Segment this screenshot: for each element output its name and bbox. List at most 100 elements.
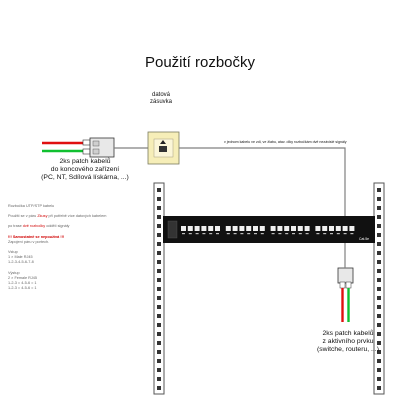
patch-panel-port bbox=[253, 226, 258, 231]
patch-panel-port bbox=[284, 226, 290, 231]
rack-hole bbox=[377, 323, 381, 327]
rack-hole bbox=[377, 278, 381, 282]
note-input-1: 1 × Male RJ45 bbox=[8, 255, 33, 260]
note-output-1: 2 × Female RJ45 bbox=[8, 275, 38, 280]
rack-hole bbox=[157, 341, 161, 345]
patch-panel-port bbox=[329, 226, 334, 231]
patch-panel-port bbox=[239, 226, 245, 231]
patch-panel-port bbox=[181, 226, 186, 231]
port-number-mark bbox=[305, 233, 309, 235]
patch-panel-port bbox=[297, 226, 303, 231]
patch-panel-port bbox=[349, 226, 355, 231]
rack-hole bbox=[157, 314, 161, 318]
rack-hole bbox=[377, 188, 381, 192]
left-splitter bbox=[89, 137, 115, 158]
patch-panel-port bbox=[335, 226, 341, 231]
rack-hole bbox=[377, 314, 381, 318]
rack-hole bbox=[377, 386, 381, 390]
port-number-mark bbox=[260, 233, 264, 235]
patch-panel-port bbox=[259, 226, 265, 231]
patch-panel-port bbox=[322, 226, 328, 231]
note-output-3: 1-2-3 = 4-5-6 = 1 bbox=[8, 286, 37, 291]
rack-hole bbox=[377, 377, 381, 381]
patch-panel-port bbox=[291, 226, 296, 231]
port-number-mark bbox=[285, 233, 289, 235]
port-number-mark bbox=[298, 233, 302, 235]
right-splitter bbox=[337, 267, 354, 289]
port-number-mark bbox=[209, 233, 213, 235]
rack-hole bbox=[157, 242, 161, 246]
note-line-2: Použití se v páru Zkusy při potřebě více… bbox=[8, 214, 107, 219]
rack-hole bbox=[377, 242, 381, 246]
port-number-mark bbox=[336, 233, 340, 235]
rack-hole bbox=[157, 332, 161, 336]
port-number-mark bbox=[278, 233, 282, 235]
port-number-mark bbox=[226, 233, 230, 235]
port-number-mark bbox=[240, 233, 244, 235]
note-line-1: Rozbočka UTP/STP kabelu bbox=[8, 204, 55, 208]
port-number-mark bbox=[216, 233, 219, 235]
note-line-3: po trase dvě rozbočky oddělí signály bbox=[8, 224, 70, 229]
port-number-mark bbox=[202, 233, 206, 235]
patch-panel-port bbox=[201, 226, 207, 231]
port-number-mark bbox=[323, 233, 327, 235]
rack-hole bbox=[157, 305, 161, 309]
diagram-title: Použití rozbočky bbox=[144, 54, 256, 71]
patch-panel-ports bbox=[181, 226, 355, 235]
rack-hole bbox=[157, 323, 161, 327]
rack-hole bbox=[157, 377, 161, 381]
connection-note: v jednom kabelu ve zdi, ve žlabu, atav. … bbox=[224, 140, 347, 144]
note-input-2: 1-2-3-4-5-6-7-8 bbox=[8, 260, 34, 265]
note-warning-sub: Zapojení páru v portech. bbox=[8, 239, 50, 244]
patch-panel-port bbox=[277, 226, 283, 231]
left-cable-label: 2ks patch kabelů do koncového zařízení (… bbox=[41, 158, 129, 181]
patch-panel-port bbox=[315, 226, 321, 231]
rack-hole bbox=[377, 260, 381, 264]
rack-hole bbox=[377, 350, 381, 354]
rack-hole bbox=[377, 368, 381, 372]
patch-panel-port bbox=[246, 226, 252, 231]
port-number-mark bbox=[182, 233, 185, 235]
bottom-cable-label: 2ks patch kabelů z aktivního prvku (swit… bbox=[317, 330, 379, 353]
rack-hole bbox=[377, 332, 381, 336]
port-number-mark bbox=[188, 233, 192, 235]
patch-panel-port bbox=[342, 226, 348, 231]
port-number-mark bbox=[316, 233, 320, 235]
rack-hole bbox=[157, 350, 161, 354]
patch-panel-port bbox=[225, 226, 231, 231]
rack-hole bbox=[377, 215, 381, 219]
rack-hole bbox=[377, 206, 381, 210]
rack-hole bbox=[157, 206, 161, 210]
rack-hole bbox=[377, 251, 381, 255]
rack-hole bbox=[377, 296, 381, 300]
rack-hole bbox=[377, 341, 381, 345]
patch-panel-port bbox=[187, 226, 193, 231]
port-number-mark bbox=[343, 233, 347, 235]
data-socket bbox=[147, 131, 180, 165]
rack-hole bbox=[157, 251, 161, 255]
rack-hole bbox=[157, 269, 161, 273]
port-number-mark bbox=[350, 233, 354, 235]
patch-panel-port bbox=[194, 226, 200, 231]
socket-label: datová zásuvka bbox=[149, 92, 172, 105]
notes-panel: Rozbočka UTP/STP kabelu Použití se v pár… bbox=[8, 204, 158, 291]
rack-hole bbox=[157, 197, 161, 201]
patch-panel: Cat.5e bbox=[163, 216, 375, 243]
port-number-mark bbox=[233, 233, 237, 235]
port-number-mark bbox=[292, 233, 295, 235]
rack-hole bbox=[157, 224, 161, 228]
patch-panel-port bbox=[304, 226, 310, 231]
rack-hole bbox=[157, 260, 161, 264]
patch-panel-label: Cat.5e bbox=[359, 237, 369, 241]
port-number-mark bbox=[271, 233, 275, 235]
patch-panel-port bbox=[232, 226, 238, 231]
rack-hole bbox=[377, 359, 381, 363]
rack-hole bbox=[377, 305, 381, 309]
rack-hole bbox=[157, 188, 161, 192]
rack-hole bbox=[377, 269, 381, 273]
note-output-2: 1-2-3 = 4-5-6 = 1 bbox=[8, 281, 37, 286]
rack-hole bbox=[377, 233, 381, 237]
rack-hole bbox=[157, 233, 161, 237]
left-patch-cables bbox=[42, 139, 91, 155]
rack-hole bbox=[377, 287, 381, 291]
